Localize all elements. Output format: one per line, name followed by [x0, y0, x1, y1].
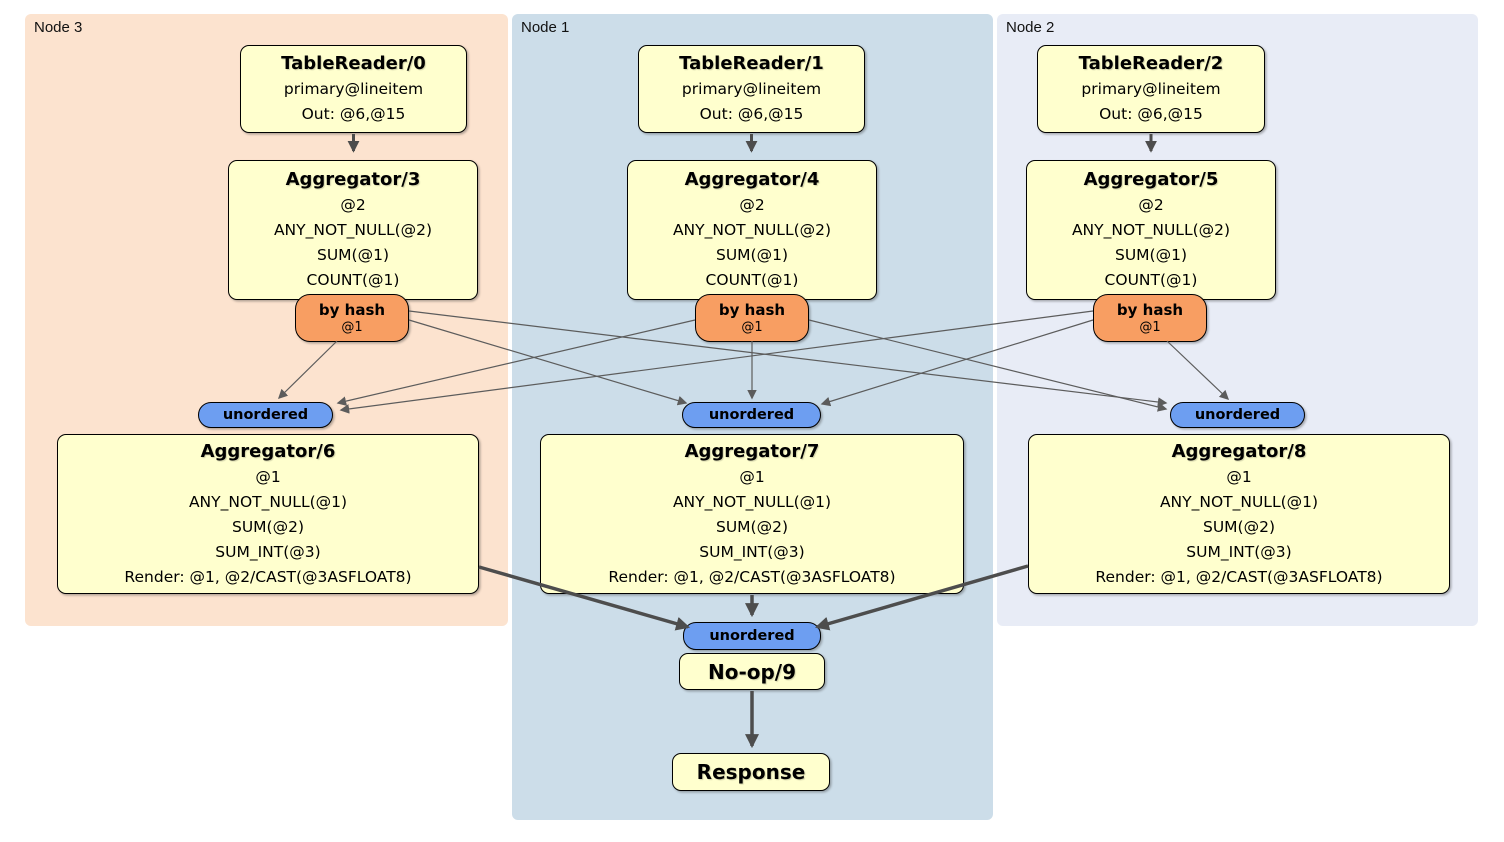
aggregator-3-fn3: COUNT(@1): [306, 271, 400, 289]
table-reader-0-box: TableReader/0 primary@lineitem Out: @6,@…: [240, 45, 467, 133]
collector-unordered-node1-label: unordered: [708, 407, 795, 423]
aggregator-7-title: Aggregator/7: [684, 440, 820, 462]
aggregator-7-fn2: SUM(@2): [715, 517, 788, 536]
router-by-hash-node1-detail: @1: [741, 319, 763, 335]
collector-unordered-node3: unordered: [198, 402, 333, 428]
aggregator-8-fn1: ANY_NOT_NULL(@1): [1159, 492, 1319, 511]
response-box: Response: [672, 753, 830, 791]
collector-unordered-node1: unordered: [682, 402, 821, 428]
aggregator-7-fn1: ANY_NOT_NULL(@1): [672, 492, 832, 511]
aggregator-6-box: Aggregator/6 @1 ANY_NOT_NULL(@1) SUM(@2)…: [57, 434, 479, 594]
aggregator-8-box: Aggregator/8 @1 ANY_NOT_NULL(@1) SUM(@2)…: [1028, 434, 1450, 594]
table-reader-0-title: TableReader/0: [281, 53, 426, 74]
aggregator-8-title: Aggregator/8: [1171, 440, 1307, 462]
aggregator-5-group: @2: [1138, 196, 1164, 214]
aggregator-5-fn1: ANY_NOT_NULL(@2): [1071, 221, 1231, 239]
aggregator-8-fn2: SUM(@2): [1202, 517, 1275, 536]
router-by-hash-node3: by hash @1: [295, 294, 409, 342]
table-reader-1-out: Out: @6,@15: [699, 105, 804, 123]
aggregator-5-fn2: SUM(@1): [1114, 246, 1187, 264]
aggregator-7-group: @1: [739, 467, 765, 486]
table-reader-1-box: TableReader/1 primary@lineitem Out: @6,@…: [638, 45, 865, 133]
collector-unordered-node3-label: unordered: [222, 407, 309, 423]
table-reader-0-index: primary@lineitem: [283, 80, 424, 98]
collector-unordered-final: unordered: [683, 622, 821, 650]
table-reader-1-index: primary@lineitem: [681, 80, 822, 98]
noop-9-box: No-op/9: [679, 653, 825, 690]
aggregator-3-fn2: SUM(@1): [316, 246, 389, 264]
table-reader-2-title: TableReader/2: [1078, 53, 1224, 74]
router-by-hash-node3-label: by hash: [318, 300, 386, 319]
table-reader-1-title: TableReader/1: [679, 53, 824, 74]
router-by-hash-node1: by hash @1: [695, 294, 809, 342]
aggregator-3-box: Aggregator/3 @2 ANY_NOT_NULL(@2) SUM(@1)…: [228, 160, 478, 300]
aggregator-4-group: @2: [739, 196, 765, 214]
router-by-hash-node1-label: by hash: [718, 300, 786, 319]
aggregator-5-title: Aggregator/5: [1083, 169, 1219, 190]
aggregator-4-title: Aggregator/4: [684, 169, 820, 190]
aggregator-4-box: Aggregator/4 @2 ANY_NOT_NULL(@2) SUM(@1)…: [627, 160, 877, 300]
router-by-hash-node2: by hash @1: [1093, 294, 1207, 342]
router-by-hash-node2-detail: @1: [1139, 319, 1161, 335]
aggregator-8-fn3: SUM_INT(@3): [1186, 542, 1292, 561]
aggregator-3-group: @2: [340, 196, 366, 214]
response-title: Response: [696, 760, 806, 784]
aggregator-4-fn1: ANY_NOT_NULL(@2): [672, 221, 832, 239]
aggregator-8-group: @1: [1226, 467, 1252, 486]
aggregator-6-fn1: ANY_NOT_NULL(@1): [188, 492, 348, 511]
noop-9-title: No-op/9: [707, 659, 797, 684]
table-reader-2-box: TableReader/2 primary@lineitem Out: @6,@…: [1037, 45, 1265, 133]
aggregator-3-fn1: ANY_NOT_NULL(@2): [273, 221, 433, 239]
aggregator-4-fn3: COUNT(@1): [705, 271, 799, 289]
node1-panel-label: Node 1: [521, 19, 570, 36]
aggregator-4-fn2: SUM(@1): [715, 246, 788, 264]
aggregator-6-fn3: SUM_INT(@3): [215, 542, 321, 561]
aggregator-6-render: Render: @1, @2/CAST(@3ASFLOAT8): [124, 567, 412, 586]
aggregator-7-render: Render: @1, @2/CAST(@3ASFLOAT8): [608, 567, 896, 586]
router-by-hash-node2-label: by hash: [1116, 300, 1184, 319]
table-reader-2-index: primary@lineitem: [1081, 80, 1221, 98]
table-reader-2-out: Out: @6,@15: [1099, 105, 1203, 123]
collector-unordered-node2: unordered: [1170, 402, 1305, 428]
node2-panel-label: Node 2: [1006, 19, 1055, 36]
node3-panel-label: Node 3: [34, 19, 83, 36]
aggregator-6-title: Aggregator/6: [200, 440, 336, 462]
aggregator-6-group: @1: [255, 467, 281, 486]
aggregator-8-render: Render: @1, @2/CAST(@3ASFLOAT8): [1095, 567, 1383, 586]
aggregator-7-fn3: SUM_INT(@3): [699, 542, 805, 561]
aggregator-3-title: Aggregator/3: [285, 169, 421, 190]
collector-unordered-final-label: unordered: [709, 628, 795, 644]
aggregator-5-box: Aggregator/5 @2 ANY_NOT_NULL(@2) SUM(@1)…: [1026, 160, 1276, 300]
collector-unordered-node2-label: unordered: [1194, 407, 1281, 423]
aggregator-7-box: Aggregator/7 @1 ANY_NOT_NULL(@1) SUM(@2)…: [540, 434, 964, 594]
router-by-hash-node3-detail: @1: [341, 319, 363, 335]
table-reader-0-out: Out: @6,@15: [301, 105, 406, 123]
aggregator-5-fn3: COUNT(@1): [1104, 271, 1198, 289]
aggregator-6-fn2: SUM(@2): [231, 517, 304, 536]
